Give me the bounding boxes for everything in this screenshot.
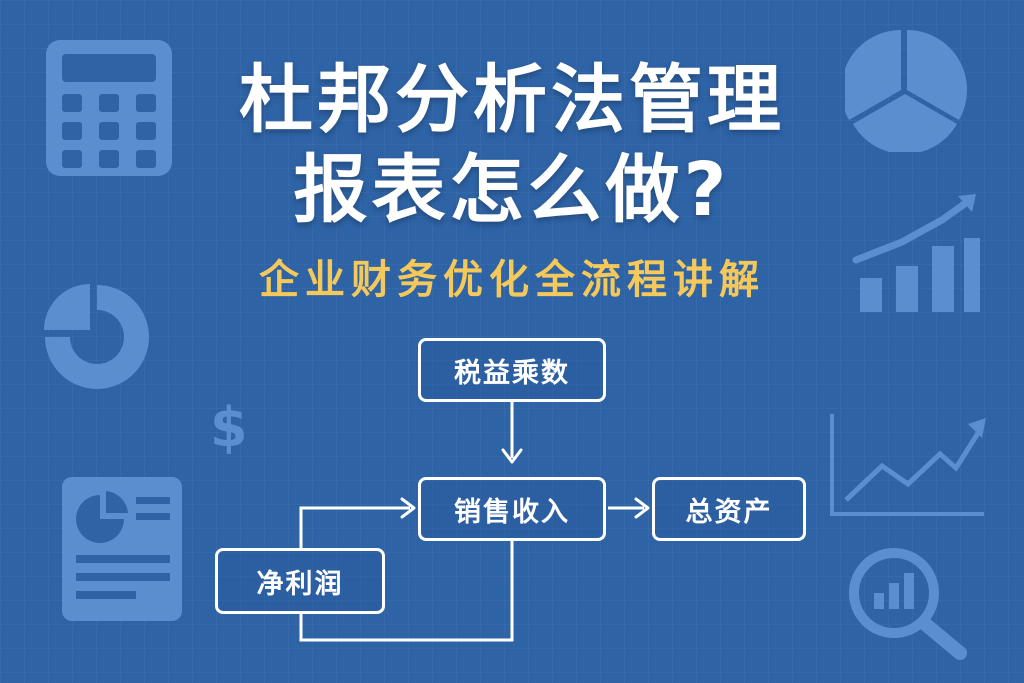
dollar-icon: $ (210, 396, 248, 459)
connector-sales-loop (299, 540, 514, 642)
arrowhead-right-sales (400, 497, 416, 519)
pie-chart-icon (845, 29, 968, 152)
node-sales: 销售收入 (418, 477, 606, 541)
subtitle: 企业财务优化全流程讲解 (259, 257, 765, 303)
arrowhead-down (501, 448, 523, 464)
connector-profit-to-sales (299, 506, 410, 548)
node-assets: 总资产 (652, 477, 806, 541)
calculator-icon (46, 40, 172, 176)
line-chart-icon (830, 414, 986, 516)
report-document-icon (62, 477, 182, 621)
bar-chart-growth-icon (852, 194, 980, 312)
magnifier-chart-icon (849, 548, 967, 660)
node-profit: 净利润 (215, 548, 385, 614)
donut-chart-icon (44, 284, 149, 389)
title-line-1: 杜邦分析法管理 (239, 57, 785, 143)
node-tax: 税益乘数 (418, 338, 606, 402)
title-line-2: 报表怎么做? (293, 147, 731, 233)
arrowhead-right-assets (634, 497, 650, 519)
